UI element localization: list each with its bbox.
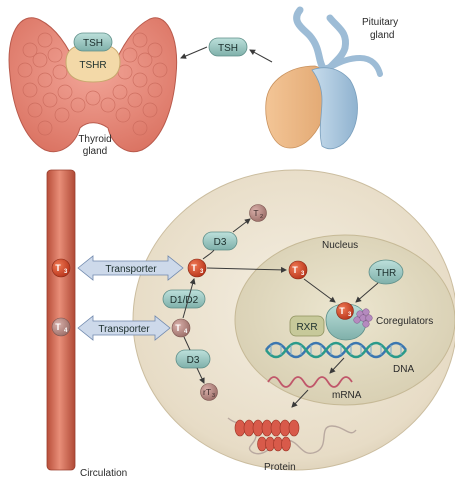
thyroid-label-line2: gland	[83, 146, 107, 157]
tshr-label: TSHR	[79, 60, 106, 71]
pituitary-label-line1: Pituitary	[362, 17, 398, 28]
rt3-label: rT	[203, 387, 211, 397]
t3-blood-label: T	[55, 263, 61, 273]
rxr-receptor	[289, 315, 325, 337]
thr-receptor	[368, 259, 404, 285]
rt3	[200, 383, 218, 401]
mrna-label: mRNA	[332, 390, 362, 401]
circulation-label: Circulation	[80, 468, 127, 479]
arrow-dna-to-mrna	[329, 357, 345, 374]
arrow-pituitary-to-tsh	[249, 49, 273, 63]
transporter-lower-label: Transporter	[98, 324, 150, 335]
d1d2-label: D1/D2	[170, 295, 199, 306]
t4-cell-label: T	[175, 323, 181, 333]
coregulators-cluster	[353, 308, 373, 328]
transporter-lower	[77, 315, 171, 341]
protein-label: Protein	[264, 462, 296, 473]
arrow-t4-to-t3	[182, 278, 196, 319]
t2	[249, 204, 267, 222]
arrow-t4-to-d3	[183, 336, 191, 351]
blood-vessel-rim	[46, 169, 76, 471]
d3-upper-label: D3	[214, 237, 227, 248]
arrow-t3-to-complex	[303, 278, 336, 303]
t3-bound-sub: 3	[348, 312, 352, 318]
tsh-on-receptor-label: TSH	[83, 38, 103, 49]
thr-label: THR	[376, 268, 397, 279]
d3-lower-pill	[175, 349, 211, 369]
thyroid-label-line1: Thyroid	[78, 134, 111, 145]
t3-blood	[51, 258, 71, 278]
pituitary-label-line2: gland	[370, 30, 394, 41]
d3-lower-label: D3	[187, 355, 200, 366]
arrow-tsh-to-thyroid	[180, 46, 208, 59]
tsh-on-receptor	[73, 32, 113, 52]
tsh-pill-label: TSH	[218, 43, 238, 54]
t3-nucleus-sub: 3	[301, 271, 305, 277]
nucleus-label: Nucleus	[322, 240, 358, 251]
t3-nucleus-label: T	[292, 265, 298, 275]
rxr-label: RXR	[296, 322, 317, 333]
t3-nucleus	[288, 260, 308, 280]
t3-cell-sub: 3	[200, 269, 204, 275]
arrow-d3-to-rt3	[196, 367, 205, 384]
arrow-t3-to-nucleus	[206, 266, 287, 273]
t2-label: T	[253, 208, 258, 218]
d1d2-pill	[162, 289, 206, 309]
dna-helix	[264, 341, 408, 359]
coregulators-label: Coregulators	[376, 316, 433, 327]
rt3-sub: 3	[212, 393, 215, 399]
mrna-strand	[267, 376, 353, 388]
t3-cell	[187, 258, 207, 278]
arrow-t3-to-d3	[202, 249, 215, 260]
arrow-d3-to-t2	[232, 218, 251, 233]
t4-cell	[171, 318, 191, 338]
arrow-thr-to-complex	[355, 282, 379, 303]
t3-bound	[336, 302, 354, 320]
t4-blood-label: T	[55, 322, 61, 332]
d3-upper-pill	[202, 231, 238, 251]
transporter-upper-label: Transporter	[105, 264, 157, 275]
t4-cell-sub: 4	[184, 329, 188, 335]
tsh-pill	[208, 37, 248, 57]
pituitary-gland	[265, 6, 383, 150]
t3-cell-label: T	[191, 263, 197, 273]
t3-bound-label: T	[339, 306, 345, 316]
t4-blood-sub: 4	[64, 328, 68, 334]
t4-blood	[51, 317, 71, 337]
arrow-mrna-to-protein	[291, 389, 309, 408]
thyroid-gland	[8, 17, 178, 152]
transporter-upper	[77, 255, 184, 281]
t2-sub: 2	[260, 214, 263, 220]
protein-structure	[227, 417, 357, 455]
t3-blood-sub: 3	[64, 269, 68, 275]
dna-label: DNA	[393, 364, 414, 375]
